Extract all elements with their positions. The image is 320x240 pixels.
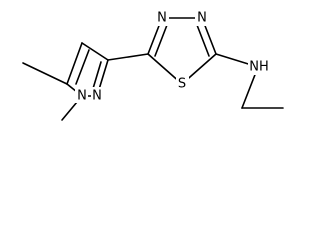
atom-labels: N N N N S NH [75, 9, 270, 104]
bond-lines [22, 17, 284, 121]
atom-label-amine-nh: NH [249, 60, 269, 75]
bond [107, 53, 149, 61]
chemical-structure: N N N N S NH [22, 9, 284, 121]
atom-label-n-pyrazole-2: N [92, 89, 102, 104]
bond [75, 49, 90, 85]
atom-label-sulfur: S [178, 77, 186, 92]
bond [66, 42, 83, 85]
bond [196, 24, 210, 57]
bond [81, 42, 109, 61]
atom-label-n-pyrazole-1: N [77, 89, 87, 104]
bond [154, 24, 168, 57]
bond [22, 62, 68, 85]
atom-label-n-thiadiazole-4: N [197, 11, 207, 26]
atom-label-n-thiadiazole-3: N [157, 11, 167, 26]
